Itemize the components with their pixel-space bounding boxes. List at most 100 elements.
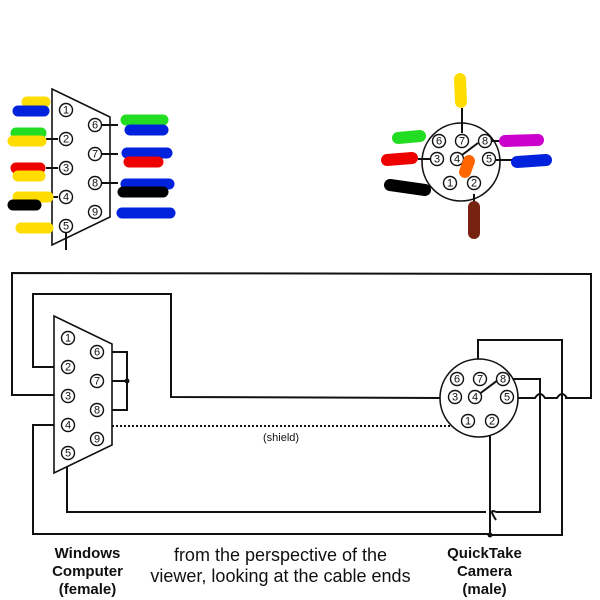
bottom-din8-pin-6: 6 <box>449 371 465 387</box>
right-caption-line-2: Camera <box>456 563 513 580</box>
top-db9-pin-9: 9 <box>87 204 103 220</box>
pin-circle <box>87 204 103 220</box>
pin-number: 7 <box>477 374 483 386</box>
bottom-din8-pin-1: 1 <box>460 413 476 429</box>
pin-circle <box>495 371 511 387</box>
din-color-mark-3 <box>381 152 418 166</box>
pin-number: 7 <box>94 376 100 388</box>
bottom-db9-pin-7: 7 <box>89 373 105 389</box>
pin-number: 9 <box>94 434 100 446</box>
top-db9-color-marks <box>7 96 176 234</box>
bottom-din8-pin-7: 7 <box>472 371 488 387</box>
pin-number: 7 <box>459 136 465 148</box>
pin-number: 2 <box>471 178 477 190</box>
pin-circle <box>442 175 458 191</box>
pin-circle <box>60 330 76 346</box>
pin-number: 8 <box>92 178 98 190</box>
pin-circle <box>87 117 103 133</box>
pin-circle <box>466 175 482 191</box>
pin-circle <box>460 413 476 429</box>
left-caption-line-2: Computer <box>52 563 123 580</box>
pin-circle <box>477 133 493 149</box>
pin-circle <box>60 417 76 433</box>
pin-circle <box>58 102 74 118</box>
pin-number: 5 <box>63 221 69 233</box>
pin-number: 6 <box>92 120 98 132</box>
pin-circle <box>454 133 470 149</box>
bottom-din8-pin-5: 5 <box>499 389 515 405</box>
pin-circle <box>58 160 74 176</box>
bottom-db9-pins: 1 2 3 4 5 6 7 8 9 <box>60 330 105 461</box>
pin-number: 6 <box>454 374 460 386</box>
right-caption-line-1: QuickTake <box>447 545 522 562</box>
bottom-db9-pin-6: 6 <box>89 344 105 360</box>
top-din8-pin-5: 5 <box>481 151 497 167</box>
top-db9-pin-2: 2 <box>58 131 74 147</box>
bottom-din8-pin-4: 4 <box>467 389 483 405</box>
junction-dot-db9-7 <box>124 378 130 384</box>
din-color-mark-8 <box>499 134 544 147</box>
center-caption-line-1: from the perspective of the <box>173 545 388 565</box>
pin-number: 4 <box>63 192 69 204</box>
pin-number: 6 <box>94 347 100 359</box>
right-caption: QuickTake Camera (male) <box>437 545 532 599</box>
pin-number: 2 <box>65 362 71 374</box>
pin-circle <box>472 371 488 387</box>
pin-circle <box>429 151 445 167</box>
pin-number: 5 <box>504 392 510 404</box>
pin-number: 8 <box>94 405 100 417</box>
bottom-db9-pin-5: 5 <box>60 445 76 461</box>
pin-circle <box>58 131 74 147</box>
pin-number: 8 <box>482 136 488 148</box>
pin-number: 3 <box>452 392 458 404</box>
pin-circle <box>447 389 463 405</box>
pin-number: 3 <box>65 391 71 403</box>
pin-number: 3 <box>63 163 69 175</box>
din-color-mark-6 <box>392 130 426 144</box>
pin-number: 4 <box>472 392 478 404</box>
wire-db9-4 <box>32 424 491 535</box>
wire-db9-2-to-din-3 <box>32 293 442 399</box>
pin-number: 2 <box>489 416 495 428</box>
bottom-db9-pin-1: 1 <box>60 330 76 346</box>
top-db9-pin-5: 5 <box>58 218 74 234</box>
pin-circle <box>60 445 76 461</box>
top-db9-pin-6: 6 <box>87 117 103 133</box>
right-caption-line-3: (male) <box>462 581 507 598</box>
bottom-db9-pin-8: 8 <box>89 402 105 418</box>
pin-circle <box>60 388 76 404</box>
pin-number: 9 <box>92 207 98 219</box>
junction-dot-din-2 <box>487 532 493 538</box>
pin-number: 1 <box>65 333 71 345</box>
bottom-db9-pin-4: 4 <box>60 417 76 433</box>
bottom-din8-pin-8: 8 <box>495 371 511 387</box>
pin-circle <box>89 373 105 389</box>
pin-number: 3 <box>434 154 440 166</box>
wire-din-8 <box>496 378 541 513</box>
pin-circle <box>87 175 103 191</box>
pin-circle <box>89 431 105 447</box>
bottom-db9-pin-9: 9 <box>89 431 105 447</box>
pin-number: 1 <box>63 105 69 117</box>
wire-db9-5 <box>66 463 486 513</box>
pin-number: 2 <box>63 134 69 146</box>
left-caption-line-1: Windows <box>54 545 121 562</box>
top-db9-connector <box>46 87 118 250</box>
top-db9-pin-1: 1 <box>58 102 74 118</box>
bottom-din8-pin-2: 2 <box>484 413 500 429</box>
bottom-din8-pin-3: 3 <box>447 389 463 405</box>
pin-number: 5 <box>65 448 71 460</box>
pin-circle <box>449 371 465 387</box>
top-din8-pin-2: 2 <box>466 175 482 191</box>
left-caption: Windows Computer (female) <box>40 545 135 599</box>
wire-din-5-hops <box>515 393 568 399</box>
pin-circle <box>58 189 74 205</box>
wire-din-7 <box>477 339 563 536</box>
pin-number: 1 <box>465 416 471 428</box>
pin-circle <box>431 133 447 149</box>
din-color-mark-unmarked-black <box>384 179 431 196</box>
